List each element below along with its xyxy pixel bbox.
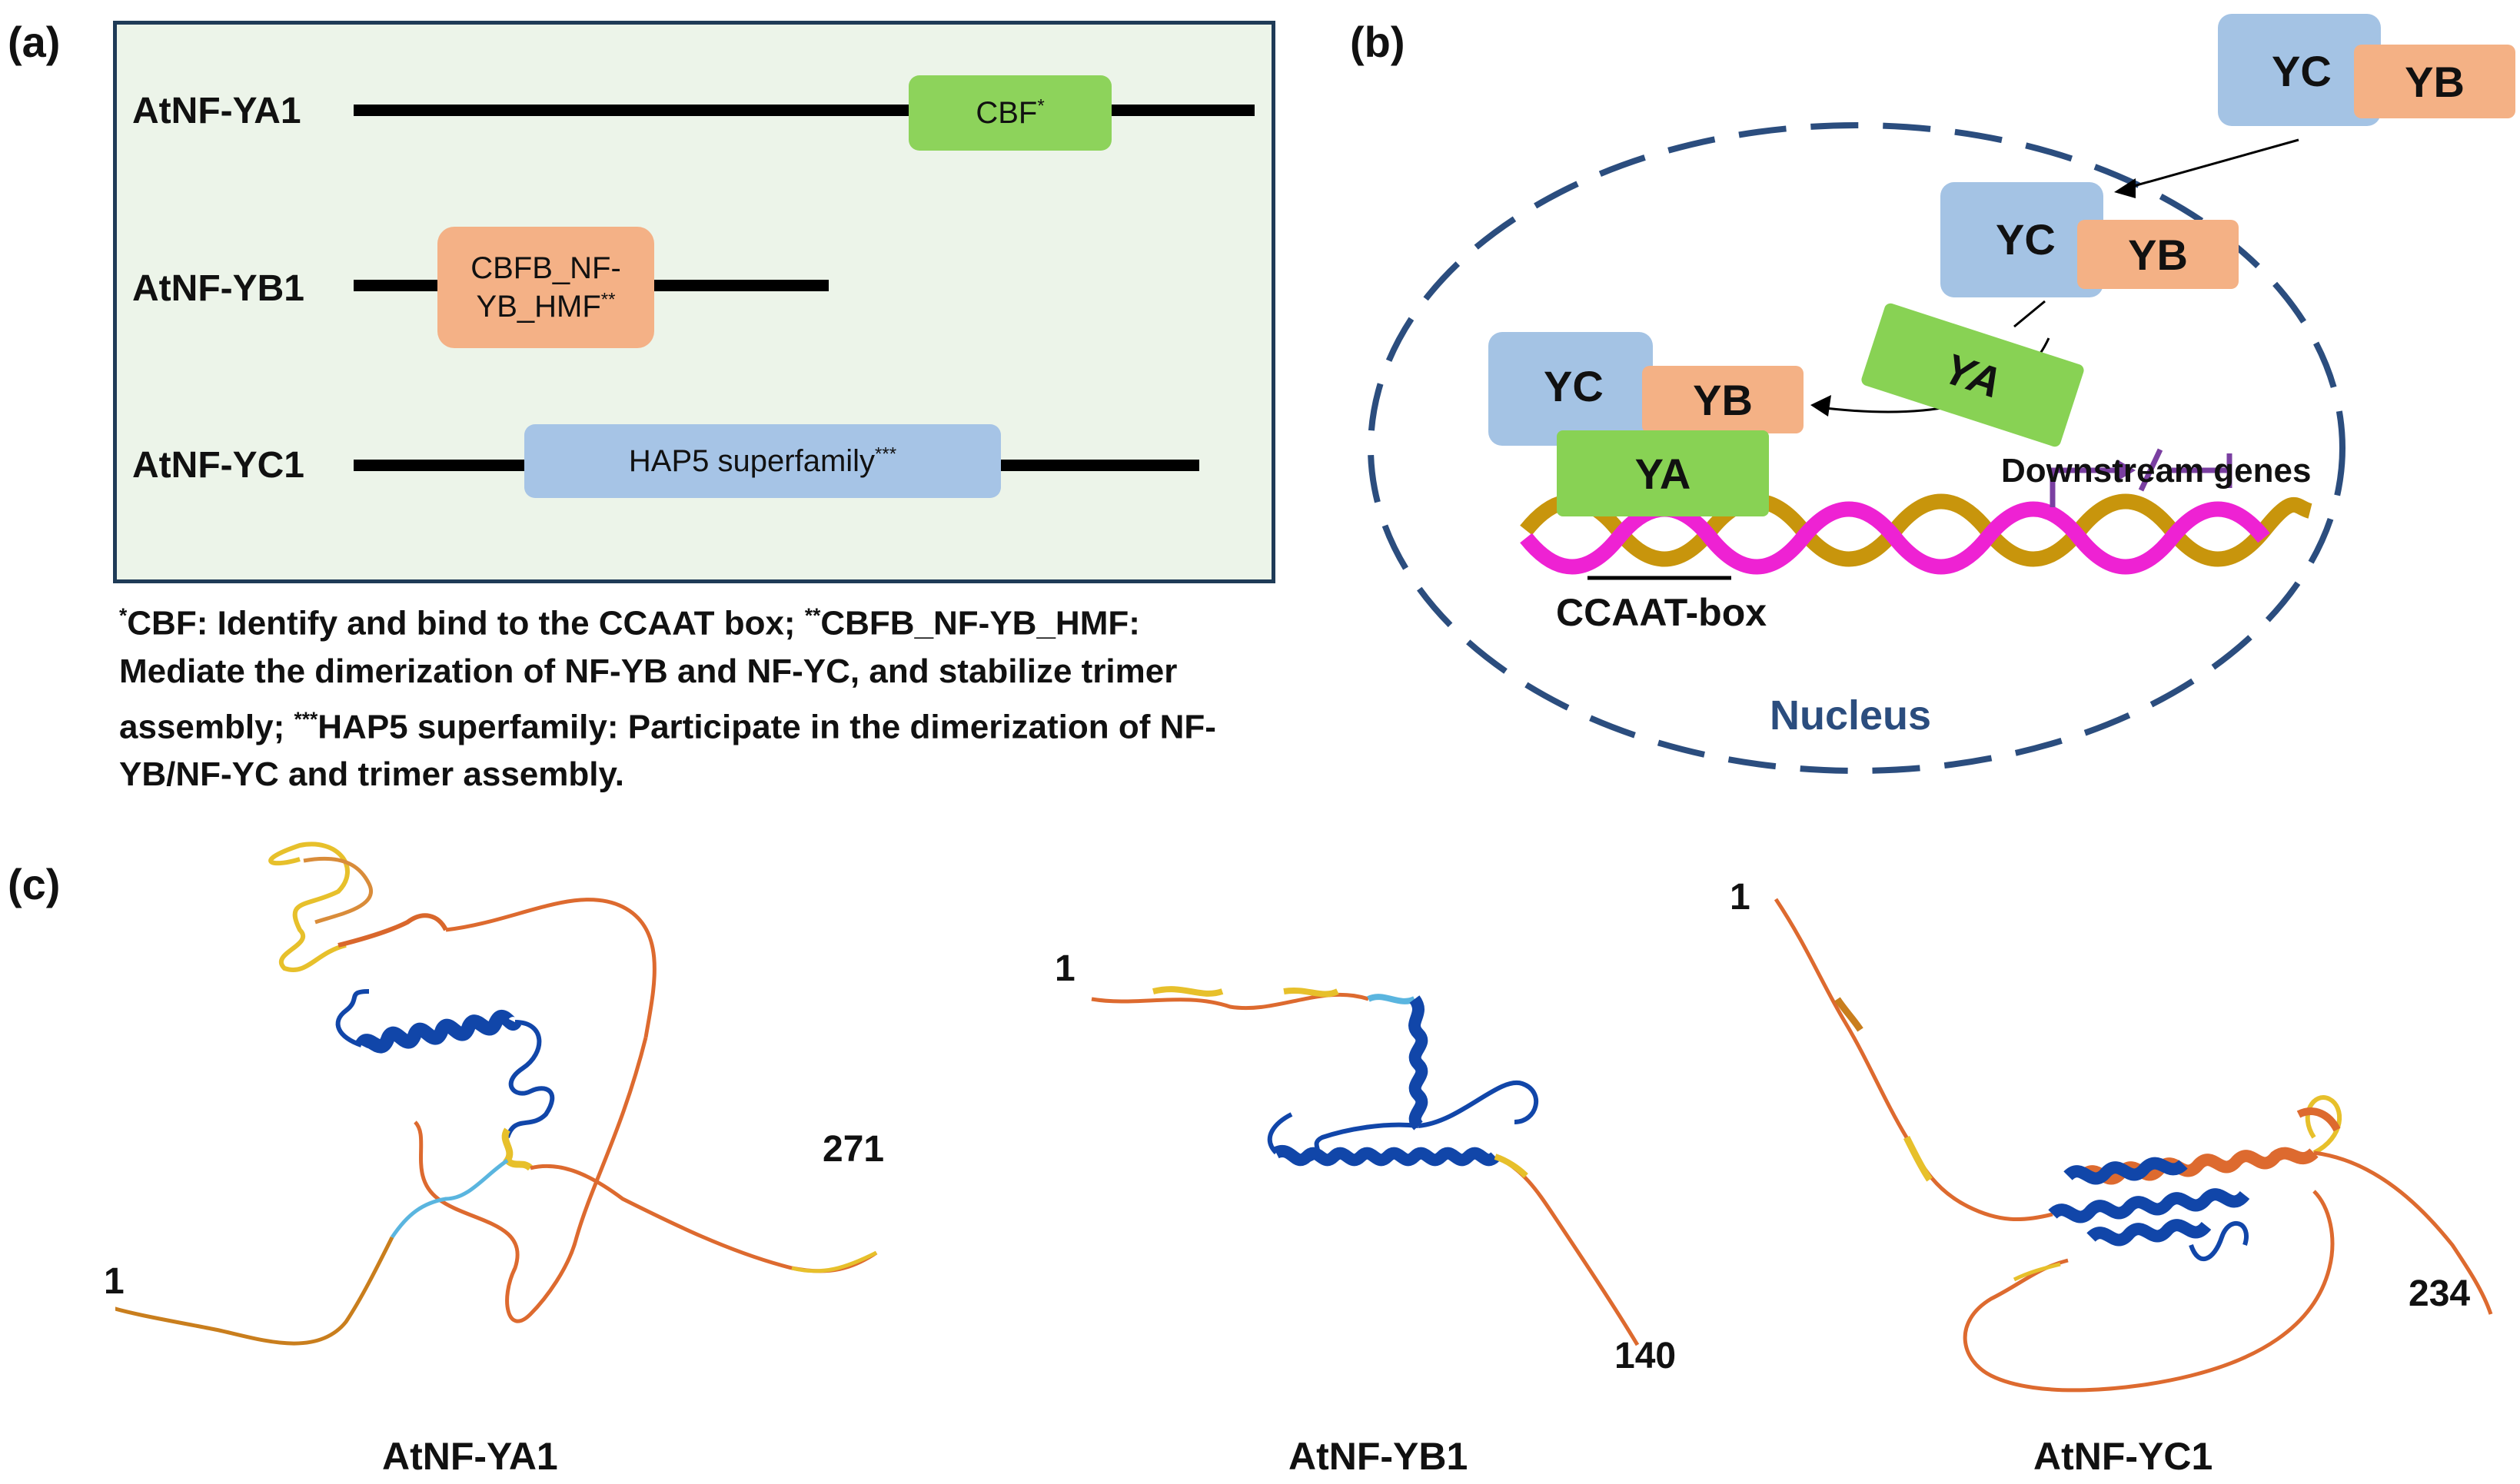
downstream-genes-label: Downstream genes <box>2001 452 2312 490</box>
structure-yb1 <box>1091 986 1640 1346</box>
nucleus-label: Nucleus <box>1770 692 1932 739</box>
yb-subunit-bound: YB <box>1642 366 1804 433</box>
yb1-start-number: 1 <box>1055 948 1075 989</box>
panel-b-letter: (b) <box>1350 18 1405 66</box>
entry-arrowhead <box>2114 178 2136 198</box>
structure-label-ya1: AtNF-YA1 <box>382 1435 558 1478</box>
protein-line-ya1 <box>354 105 1255 116</box>
structure-yc1 <box>1774 898 2493 1393</box>
structure-label-yb1: AtNF-YB1 <box>1288 1435 1468 1478</box>
protein-label-yb1: AtNF-YB1 <box>132 268 304 309</box>
footnote: *CBF: Identify and bind to the CCAAT box… <box>119 604 1216 794</box>
block-slash <box>2138 448 2163 492</box>
yb-subunit-middle: YB <box>2077 220 2239 289</box>
yb-subunit-top: YB <box>2354 45 2515 118</box>
yc-subunit-bound: YC <box>1488 332 1653 446</box>
ccaat-box-label: CCAAT-box <box>1556 591 1767 634</box>
domain-hap5-label: HAP5 superfamily*** <box>628 443 897 478</box>
yc-subunit-middle: YC <box>1940 182 2103 297</box>
entry-arrow-line <box>2125 138 2299 190</box>
promoter-arrowhead <box>2117 460 2136 481</box>
domain-cbfb-label: CBFB_NF-YB_HMF** <box>470 251 621 324</box>
structure-ya1 <box>115 842 878 1346</box>
yc-ya-line <box>2013 300 2046 328</box>
yc1-start-number: 1 <box>1730 877 1750 918</box>
yc-subunit-top: YC <box>2218 14 2381 126</box>
panel-c-letter: (c) <box>8 860 61 908</box>
protein-label-ya1: AtNF-YA1 <box>132 91 301 131</box>
nucleus-outline <box>1368 122 2345 774</box>
protein-label-yc1: AtNF-YC1 <box>132 445 304 486</box>
yc1-end-number: 234 <box>2409 1273 2471 1314</box>
domain-cbf: CBF* <box>909 75 1112 151</box>
yb1-end-number: 140 <box>1614 1336 1677 1376</box>
domain-hap5: HAP5 superfamily*** <box>524 424 1001 498</box>
ya1-end-number: 271 <box>823 1129 885 1170</box>
structure-label-yc1: AtNF-YC1 <box>2033 1435 2213 1478</box>
domain-cbfb: CBFB_NF-YB_HMF** <box>437 227 654 348</box>
panel-a-letter: (a) <box>8 18 61 66</box>
ya1-start-number: 1 <box>104 1261 125 1302</box>
promoter-arrow <box>2050 467 2122 507</box>
ya-subunit-bound: YA <box>1557 430 1769 516</box>
binding-arrowhead <box>1810 395 1831 417</box>
domain-cbf-label: CBF* <box>976 95 1045 130</box>
